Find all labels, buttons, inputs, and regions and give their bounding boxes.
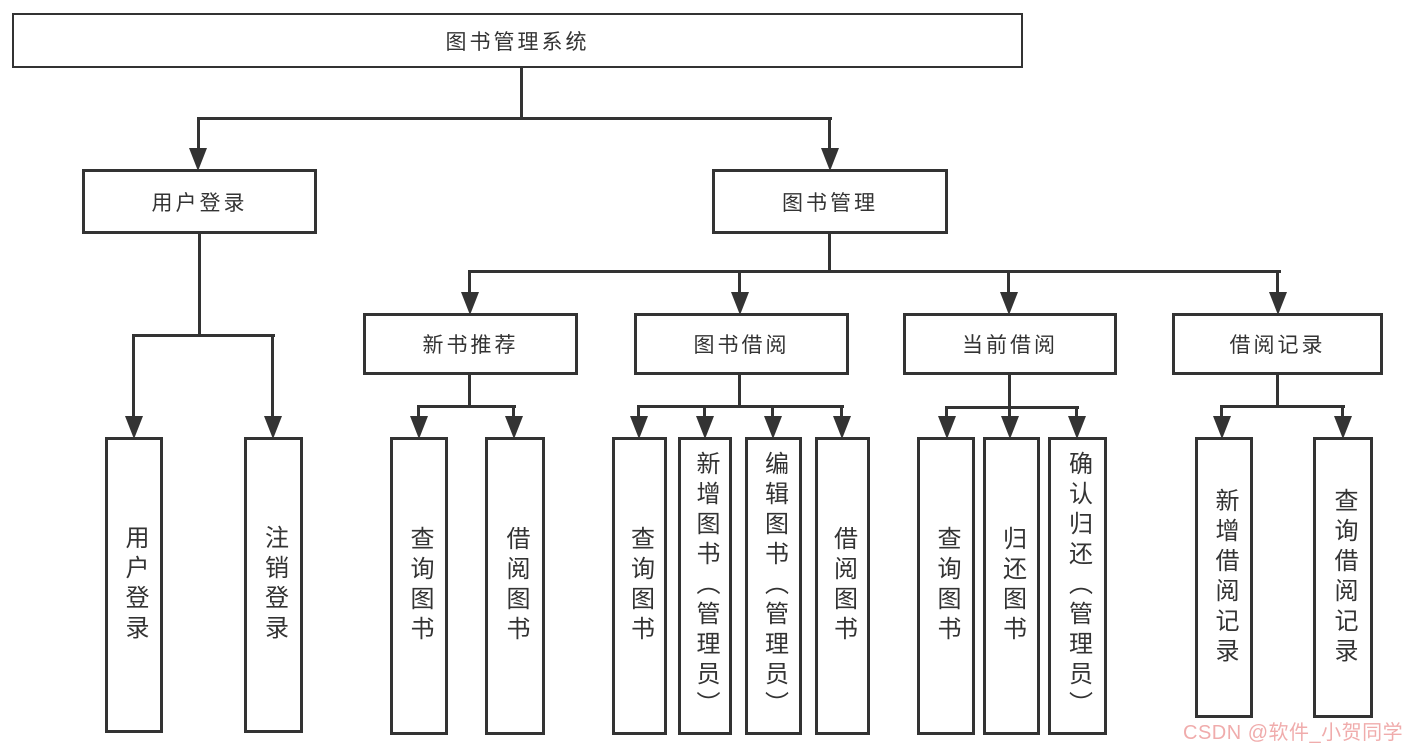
leaf-query-borrow-record: 查询借阅记录 [1313,437,1373,718]
node-user-login-label: 用户登录 [151,191,248,215]
connector-line [637,405,640,419]
arrow-head [1213,416,1231,439]
node-root-label: 图书管理系统 [445,30,590,54]
arrow-head [1068,416,1086,439]
connector-line [468,270,1281,273]
connector-line [1220,405,1223,419]
node-user-login: 用户登录 [82,169,317,234]
connector-line [828,234,831,273]
arrow-head [410,416,428,439]
arrow-head [731,292,749,315]
arrow-head [821,148,839,171]
leaf-add-book-admin: 新增图书（管理员） [678,437,732,735]
connector-line [637,405,844,408]
connector-line [771,405,774,419]
arrow-head [938,416,956,439]
connector-line [738,375,741,408]
connector-line [945,406,1079,409]
leaf-user-login-label: 用户登录 [121,525,148,645]
connector-line [468,270,471,295]
connector-line [512,405,515,419]
node-new-book-recommend-label: 新书推荐 [422,334,519,357]
leaf-user-login: 用户登录 [105,437,163,733]
leaf-query-books-current-label: 查询图书 [933,526,960,646]
leaf-query-books-borrow-label: 查询图书 [626,526,654,646]
connector-line [840,405,843,419]
connector-line [1008,406,1011,419]
connector-line [417,405,516,408]
arrow-head [264,416,282,439]
connector-line [520,66,523,120]
leaf-return-books: 归还图书 [983,437,1040,735]
leaf-query-books-recommend: 查询图书 [390,437,448,735]
connector-line [828,117,831,151]
leaf-edit-book-admin-label: 编辑图书（管理员） [760,451,788,721]
arrow-head [189,148,207,171]
leaf-confirm-return-admin: 确认归还（管理员） [1048,437,1107,735]
leaf-add-borrow-record: 新增借阅记录 [1195,437,1253,718]
connector-line [1075,406,1078,419]
node-current-borrow: 当前借阅 [903,313,1117,375]
arrow-head [1334,416,1352,439]
leaf-confirm-return-admin-label: 确认归还（管理员） [1064,451,1092,721]
connector-line [197,117,832,120]
connector-line [468,375,471,408]
arrow-head [461,292,479,315]
leaf-borrow-books-recommend: 借阅图书 [485,437,545,735]
node-root: 图书管理系统 [12,13,1023,68]
node-book-management-label: 图书管理 [782,191,878,215]
arrow-head [696,416,714,439]
connector-line [198,234,201,337]
node-book-borrow: 图书借阅 [634,313,849,375]
arrow-head [833,416,851,439]
leaf-query-books-borrow: 查询图书 [612,437,667,735]
leaf-query-books-recommend-label: 查询图书 [406,526,433,646]
arrow-head [630,416,648,439]
connector-line [1008,375,1011,409]
csdn-watermark: CSDN @软件_小贺同学 [1183,722,1404,744]
connector-line [703,405,706,419]
arrow-head [1000,292,1018,315]
connector-line [738,270,741,295]
arrow-head [764,416,782,439]
arrow-head [125,416,143,439]
leaf-logout-label: 注销登录 [260,525,288,645]
connector-line [132,334,275,337]
leaf-add-borrow-record-label: 新增借阅记录 [1211,487,1238,668]
connector-line [1220,405,1345,408]
connector-line [197,117,200,151]
connector-line [132,334,135,419]
node-current-borrow-label: 当前借阅 [962,334,1058,357]
node-borrow-records-label: 借阅记录 [1229,334,1326,357]
leaf-borrow-books-recommend-label: 借阅图书 [502,526,529,646]
connector-line [1341,405,1344,419]
connector-line [1007,270,1010,295]
arrow-head [505,416,523,439]
connector-line [271,334,274,419]
connector-line [1276,375,1279,408]
leaf-edit-book-admin: 编辑图书（管理员） [745,437,802,735]
node-book-borrow-label: 图书借阅 [693,334,790,357]
leaf-borrow-books: 借阅图书 [815,437,870,735]
leaf-logout: 注销登录 [244,437,303,733]
node-new-book-recommend: 新书推荐 [363,313,578,375]
leaf-add-book-admin-label: 新增图书（管理员） [692,451,719,721]
node-borrow-records: 借阅记录 [1172,313,1383,375]
leaf-query-borrow-record-label: 查询借阅记录 [1330,487,1357,668]
arrow-head [1269,292,1287,315]
connector-line [1276,270,1279,295]
node-book-management: 图书管理 [712,169,948,234]
connector-line [417,405,420,419]
leaf-query-books-current: 查询图书 [917,437,975,735]
arrow-head [1001,416,1019,439]
connector-line [945,406,948,419]
leaf-borrow-books-label: 借阅图书 [829,526,857,646]
leaf-return-books-label: 归还图书 [998,526,1026,646]
